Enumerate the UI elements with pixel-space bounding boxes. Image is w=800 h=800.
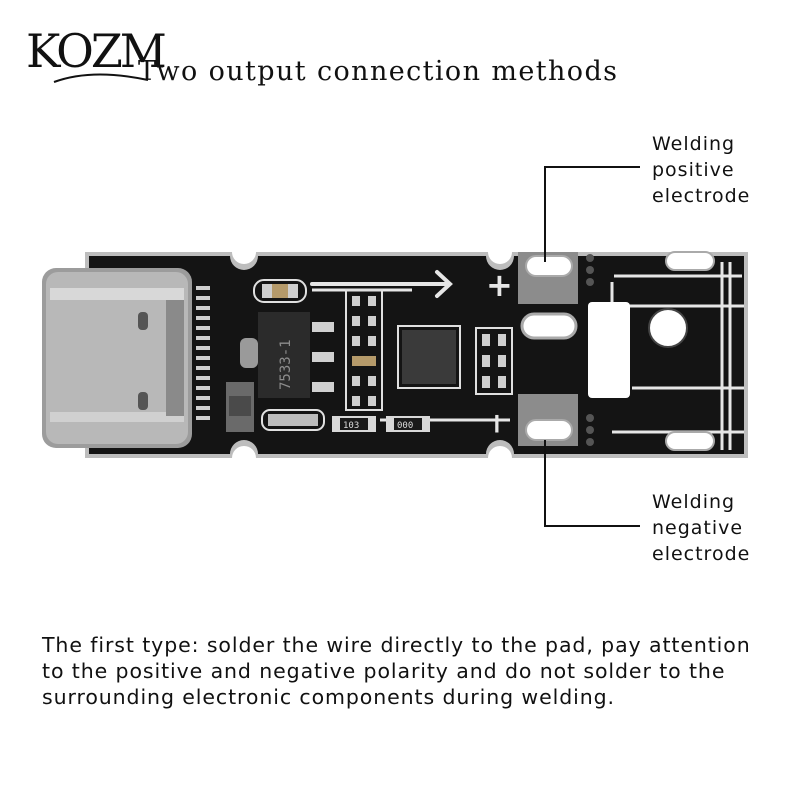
negative-welding-pad [518, 394, 578, 446]
controller-ic [397, 325, 461, 389]
passive-component-column [345, 289, 383, 411]
end-slot-bottom [665, 431, 715, 451]
end-slot-top [665, 251, 715, 271]
callout-line: Welding [652, 133, 736, 155]
callout-line: electrode [652, 185, 751, 207]
negative-leader-horizontal [544, 525, 640, 527]
instruction-line: The first type: solder the wire directly… [42, 633, 751, 657]
connector-pins [196, 286, 210, 420]
positive-leader-horizontal [544, 166, 640, 168]
regulator-marking: 7533-1 [278, 339, 294, 390]
mounting-hole [648, 308, 688, 348]
instruction-text: The first type: solder the wire directly… [42, 632, 782, 710]
resistor-000: 000 [386, 416, 430, 432]
page-title: Two output connection methods [138, 56, 619, 87]
callout-line: electrode [652, 543, 751, 565]
resistor-103: 103 [332, 416, 376, 432]
positive-symbol: + [486, 266, 513, 304]
resistor-103-marking: 103 [343, 421, 359, 431]
diode [261, 409, 325, 431]
resistor-array [475, 327, 513, 395]
negative-symbol: − [481, 412, 514, 435]
callout-line: Welding [652, 491, 736, 513]
callout-line: negative [652, 517, 744, 539]
positive-electrode-callout: Welding positive electrode [652, 131, 750, 209]
inductor [226, 382, 254, 432]
instruction-line: surrounding electronic components during… [42, 685, 615, 709]
negative-electrode-callout: Welding negative electrode [652, 489, 750, 567]
direction-arrow [310, 270, 453, 298]
via-holes [586, 254, 594, 446]
voltage-regulator: 7533-1 [240, 312, 334, 398]
callout-line: positive [652, 159, 735, 181]
resistor-000-marking: 000 [397, 421, 413, 431]
instruction-line: to the positive and negative polarity an… [42, 659, 726, 683]
mounting-slot [520, 312, 578, 340]
capacitor-top [253, 279, 307, 303]
positive-leader-vertical [544, 166, 546, 262]
passive-components [352, 296, 376, 406]
negative-leader-vertical [544, 440, 546, 527]
board-cutout [588, 302, 630, 398]
brand-logo: KOZM [26, 24, 167, 78]
positive-welding-pad [518, 252, 578, 304]
logo-swoosh [53, 73, 149, 83]
usb-c-connector [42, 268, 192, 448]
